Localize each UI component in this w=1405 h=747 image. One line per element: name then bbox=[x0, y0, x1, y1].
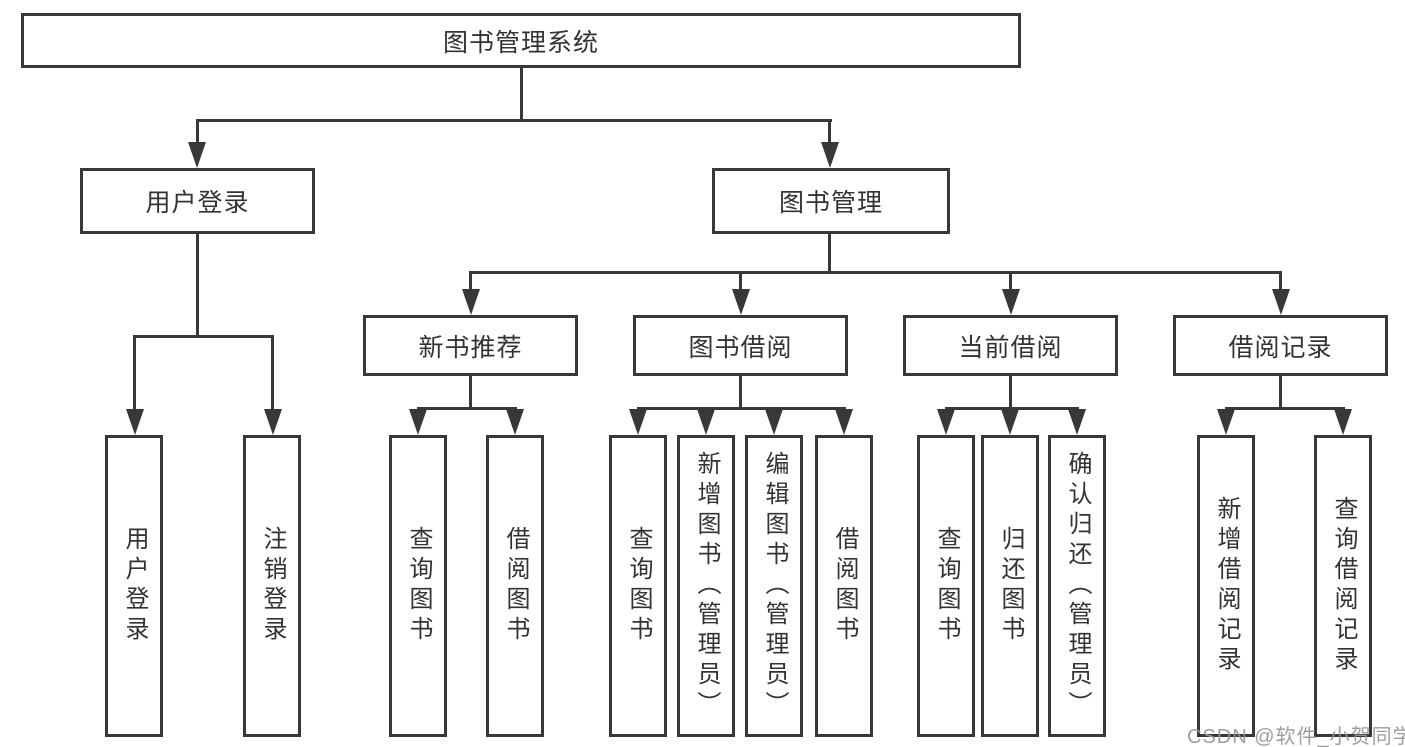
node-new-book-recommend: 新书推荐 bbox=[363, 315, 578, 376]
arrow-down-icon bbox=[126, 409, 144, 435]
arrow-down-icon bbox=[506, 409, 524, 435]
node-borrow-records: 借阅记录 bbox=[1173, 315, 1388, 376]
arrow-down-icon bbox=[732, 289, 750, 315]
connector-l3-drop-2 bbox=[739, 271, 742, 291]
arrow-down-icon bbox=[1272, 289, 1290, 315]
arrow-down-icon bbox=[264, 409, 282, 435]
connector-mgmt-stem bbox=[828, 233, 831, 272]
node-current-borrow: 当前借阅 bbox=[903, 315, 1118, 376]
connector-user-leaf1-drop bbox=[133, 335, 136, 410]
leaf-query-books-current: 查询图书 bbox=[917, 435, 975, 737]
arrow-down-icon bbox=[835, 409, 853, 435]
leaf-query-books-recommend: 查询图书 bbox=[389, 435, 447, 737]
arrow-down-icon bbox=[1001, 409, 1019, 435]
connector-mgmt-hbar bbox=[469, 271, 1282, 274]
connector-records-hbar bbox=[1225, 407, 1345, 410]
connector-borrow-stem bbox=[739, 374, 742, 408]
connector-l3-drop-4 bbox=[1279, 271, 1282, 291]
node-user-login: 用户登录 bbox=[80, 168, 315, 234]
arrow-down-icon bbox=[629, 409, 647, 435]
connector-current-hbar bbox=[945, 407, 1079, 410]
leaf-query-books-borrow: 查询图书 bbox=[609, 435, 667, 737]
arrow-down-icon bbox=[1002, 289, 1020, 315]
connector-l3-drop-3 bbox=[1009, 271, 1012, 291]
connector-l3-drop-1 bbox=[469, 271, 472, 291]
connector-root-hbar bbox=[196, 119, 832, 122]
connector-user-login-drop bbox=[196, 119, 199, 145]
arrow-down-icon bbox=[937, 409, 955, 435]
connector-book-mgmt-drop bbox=[828, 119, 831, 145]
node-library-management-system: 图书管理系统 bbox=[21, 13, 1021, 68]
leaf-query-borrow-record: 查询借阅记录 bbox=[1314, 435, 1372, 737]
arrow-down-icon bbox=[821, 142, 839, 168]
arrow-down-icon bbox=[188, 142, 206, 168]
arrow-down-icon bbox=[765, 409, 783, 435]
connector-borrow-hbar bbox=[637, 407, 846, 410]
leaf-borrow-books-recommend: 借阅图书 bbox=[486, 435, 544, 737]
connector-user-leaf2-drop bbox=[271, 335, 274, 410]
connector-recommend-hbar bbox=[417, 407, 517, 410]
arrow-down-icon bbox=[1334, 409, 1352, 435]
node-book-management: 图书管理 bbox=[712, 168, 950, 234]
arrow-down-icon bbox=[1217, 409, 1235, 435]
arrow-down-icon bbox=[1068, 409, 1086, 435]
arrow-down-icon bbox=[462, 289, 480, 315]
connector-user-hbar bbox=[133, 335, 274, 338]
connector-root-stem bbox=[520, 68, 523, 120]
connector-recommend-stem bbox=[469, 374, 472, 408]
leaf-return-books: 归还图书 bbox=[981, 435, 1039, 737]
leaf-confirm-return-admin: 确认归还（管理员） bbox=[1048, 435, 1106, 737]
leaf-add-borrow-record: 新增借阅记录 bbox=[1197, 435, 1255, 737]
arrow-down-icon bbox=[697, 409, 715, 435]
leaf-add-books-admin: 新增图书（管理员） bbox=[677, 435, 735, 737]
node-book-borrow: 图书借阅 bbox=[633, 315, 848, 376]
connector-user-stem bbox=[196, 233, 199, 336]
csdn-watermark: CSDN @软件_小贺同学 bbox=[1187, 726, 1405, 747]
connector-current-stem bbox=[1009, 374, 1012, 408]
arrow-down-icon bbox=[409, 409, 427, 435]
leaf-user-login: 用户登录 bbox=[105, 435, 163, 737]
connector-records-stem bbox=[1279, 374, 1282, 408]
leaf-edit-books-admin: 编辑图书（管理员） bbox=[745, 435, 803, 737]
leaf-logout: 注销登录 bbox=[243, 435, 301, 737]
leaf-borrow-books: 借阅图书 bbox=[815, 435, 873, 737]
